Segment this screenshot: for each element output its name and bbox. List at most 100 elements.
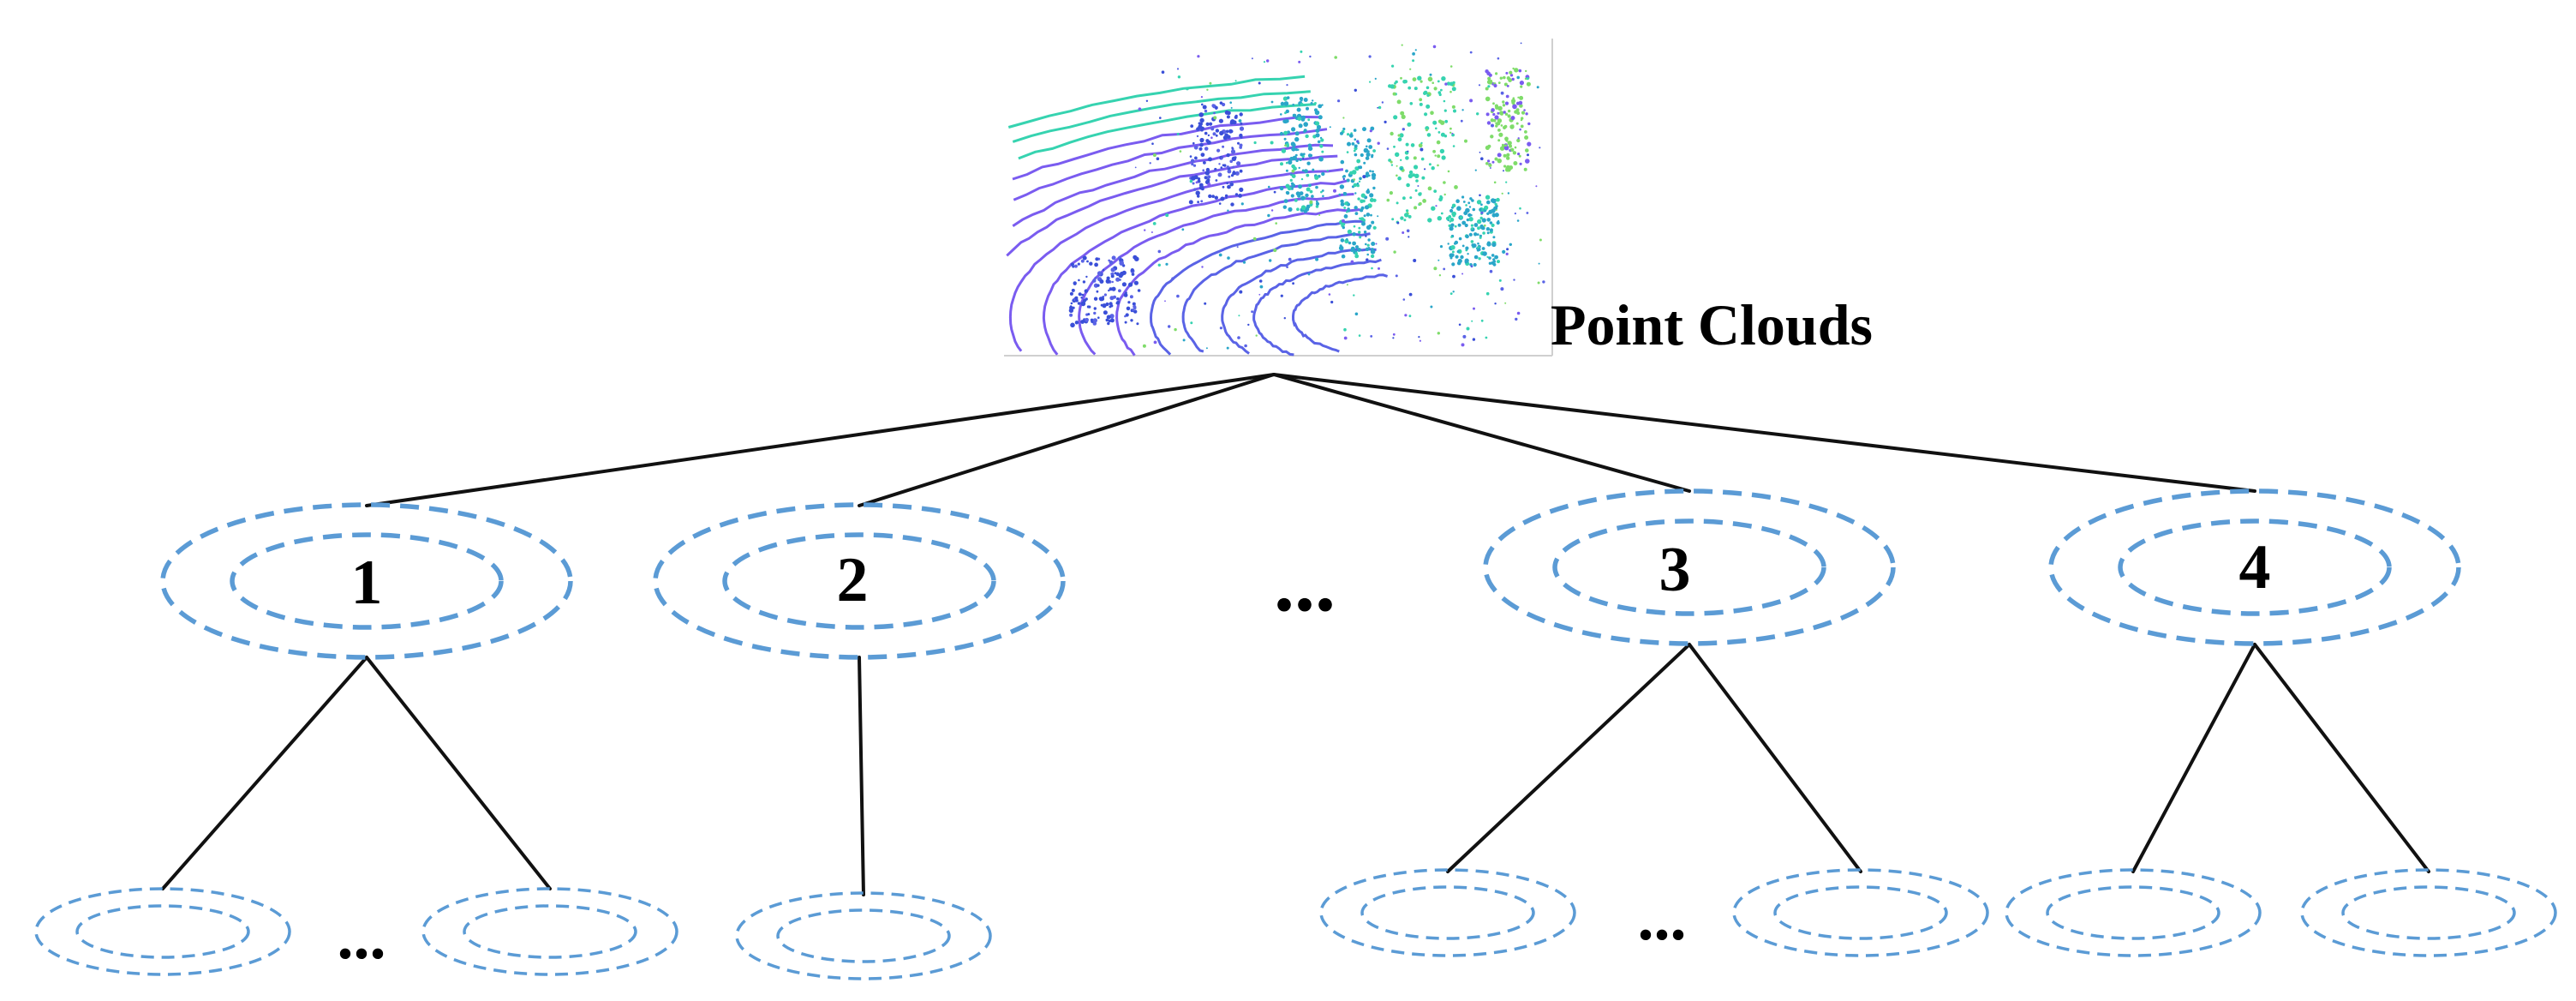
point-cloud-point [1406, 183, 1410, 188]
point-cloud-point [1151, 142, 1154, 145]
point-cloud-point [1461, 195, 1465, 199]
point-cloud-point [1126, 306, 1131, 311]
point-cloud-point [1451, 250, 1455, 254]
point-cloud-point [1352, 241, 1356, 246]
point-cloud-point [1118, 289, 1121, 293]
point-cloud-point [1225, 196, 1228, 200]
point-cloud-point [1495, 72, 1498, 75]
point-cloud-point [1194, 156, 1198, 160]
point-cloud-point [1100, 297, 1105, 302]
point-cloud-point [1437, 91, 1442, 94]
point-cloud-point [1389, 191, 1393, 195]
point-cloud-point [1300, 103, 1304, 106]
point-cloud-point [1353, 178, 1356, 181]
point-cloud-point [1515, 101, 1521, 105]
point-cloud-point [1437, 216, 1443, 221]
point-cloud-point [1230, 174, 1234, 177]
edge-node-3-to-child-b [1688, 643, 1862, 873]
point-cloud-point [1204, 171, 1210, 176]
point-cloud-point [1486, 242, 1491, 247]
point-cloud-point [1229, 182, 1234, 187]
point-cloud-point [1405, 156, 1409, 160]
point-cloud-point [1365, 156, 1370, 160]
point-cloud-point [1412, 52, 1415, 56]
point-cloud-point [1328, 293, 1331, 296]
point-cloud-point [1205, 347, 1208, 350]
point-cloud-point [1473, 223, 1479, 227]
point-cloud-point [1365, 243, 1367, 246]
point-cloud-point [1346, 178, 1350, 183]
point-cloud-point [1494, 213, 1499, 218]
point-cloud-point [1258, 81, 1261, 85]
point-cloud-point [1395, 80, 1398, 84]
point-cloud-point [1497, 81, 1501, 84]
point-cloud-point [1280, 294, 1283, 297]
point-cloud-point [1239, 146, 1242, 149]
point-cloud-point [1138, 107, 1142, 111]
edge-node-4-to-child-b [2253, 643, 2430, 873]
point-cloud-point [1474, 169, 1477, 171]
point-cloud-point [1289, 178, 1293, 182]
point-cloud-point [1186, 87, 1189, 91]
scan-arc [1018, 103, 1317, 160]
point-cloud-point [1378, 105, 1382, 110]
point-cloud-point [1192, 141, 1195, 145]
point-cloud-point [1431, 166, 1435, 171]
point-cloud-point [1405, 215, 1408, 218]
point-cloud-point [1455, 255, 1459, 259]
point-cloud-point [1290, 194, 1294, 198]
point-cloud-point [1291, 147, 1296, 152]
point-cloud-point [1303, 129, 1307, 133]
point-cloud-point [1516, 219, 1520, 222]
point-cloud-point [1342, 177, 1346, 181]
point-cloud-point [1397, 176, 1402, 181]
point-cloud-point [1291, 169, 1295, 173]
point-cloud-point [1494, 255, 1498, 260]
point-cloud-point [1161, 70, 1165, 74]
point-cloud-point [1302, 157, 1305, 160]
point-cloud-point [1506, 248, 1509, 251]
point-cloud-point [1070, 302, 1073, 305]
point-cloud-point [1509, 243, 1513, 246]
point-cloud-point [1490, 135, 1494, 139]
point-cloud-point [1258, 279, 1263, 283]
point-cloud-point [1218, 202, 1222, 205]
point-cloud-point [1119, 261, 1124, 266]
scan-arc [1006, 154, 1338, 257]
point-cloud-point [1369, 170, 1372, 173]
point-cloud-point [1226, 165, 1229, 169]
point-cloud-point [1109, 287, 1113, 291]
point-cloud-point [1519, 95, 1524, 100]
point-cloud-point [1469, 51, 1473, 54]
point-cloud-point [1297, 117, 1302, 122]
point-cloud-point [1509, 70, 1513, 75]
scan-arc [1042, 179, 1349, 356]
point-cloud-point [1450, 245, 1455, 250]
point-cloud-point [1238, 315, 1240, 317]
child-edges [161, 643, 2430, 896]
point-cloud-point [1285, 169, 1288, 172]
point-cloud-point [1485, 112, 1490, 117]
point-cloud-point [1462, 201, 1466, 203]
point-cloud-point [1339, 184, 1345, 189]
point-cloud-point [1197, 201, 1199, 204]
point-cloud-point [1526, 77, 1529, 81]
point-cloud-point [1340, 159, 1345, 165]
point-cloud-point [1125, 291, 1127, 294]
scan-arc [1007, 75, 1306, 129]
point-cloud-point [1096, 290, 1099, 293]
point-cloud-point [1495, 124, 1498, 128]
point-cloud-point [1414, 206, 1418, 210]
point-cloud-point [1209, 122, 1213, 126]
point-cloud-point [1390, 164, 1394, 166]
point-cloud-point [1190, 124, 1194, 129]
point-cloud-point [1127, 301, 1131, 304]
point-cloud-point [1467, 213, 1472, 218]
point-cloud-point [1174, 327, 1177, 332]
point-cloud-point [1485, 87, 1489, 91]
point-cloud-point [1347, 133, 1350, 136]
point-cloud-point [1497, 159, 1503, 164]
point-cloud-point [1210, 127, 1215, 131]
point-cloud-point [1485, 96, 1491, 102]
